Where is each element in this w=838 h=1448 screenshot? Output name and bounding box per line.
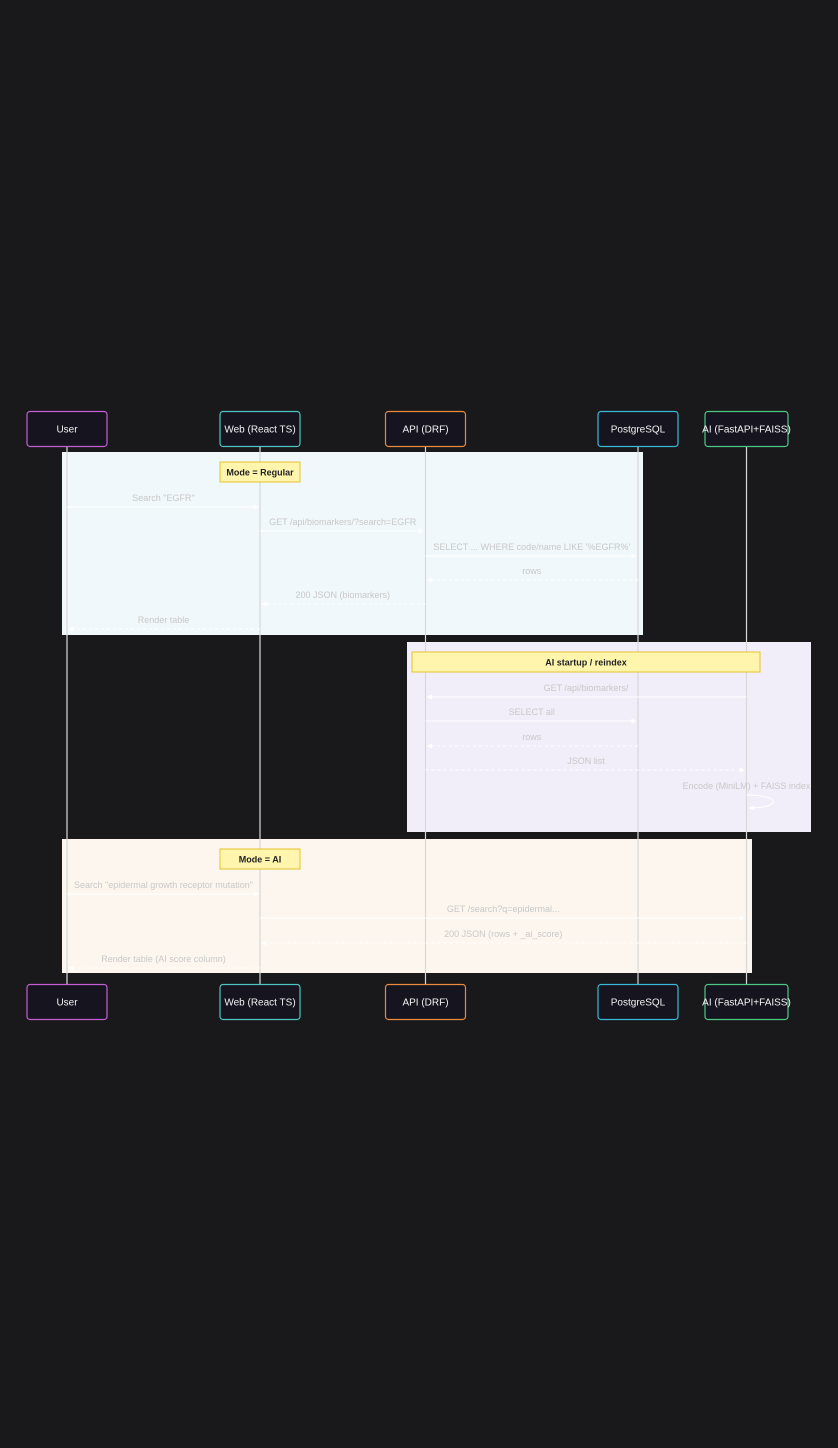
message-label: GET /search?q=epidermal... [447, 904, 560, 914]
actor-label: User [56, 425, 78, 436]
message-regular-4: 200 JSON (biomarkers) [261, 590, 426, 607]
actor-label: API (DRF) [402, 425, 448, 436]
actor-api-bottom: API (DRF) [384, 983, 467, 1021]
actor-ai-top: AI (FastAPI+FAISS) [702, 410, 791, 448]
section-ai-mode [62, 839, 752, 973]
actor-label: Web (React TS) [224, 998, 295, 1009]
message-ai-mode-2: 200 JSON (rows + _ai_score) [261, 929, 747, 946]
message-label: 200 JSON (rows + _ai_score) [444, 929, 562, 939]
message-label: Render table (AI score column) [101, 954, 226, 964]
note-label: AI startup / reindex [545, 658, 627, 668]
note-regular: Mode = Regular [219, 461, 301, 483]
note-label: Mode = Regular [226, 468, 294, 478]
message-label: Render table [138, 615, 190, 625]
message-label: Search "EGFR" [132, 493, 194, 503]
message-ai-startup-3: JSON list [425, 756, 745, 773]
note-ai-startup: AI startup / reindex [411, 651, 761, 673]
actor-label: PostgreSQL [611, 998, 666, 1009]
message-regular-5: Render table [68, 615, 260, 632]
section-ai-startup [407, 642, 811, 832]
message-regular-1: GET /api/biomarkers/?search=EGFR [260, 517, 424, 534]
message-ai-startup-1: SELECT all [425, 707, 637, 724]
actor-ai-bottom: AI (FastAPI+FAISS) [702, 983, 791, 1021]
actor-pg-top: PostgreSQL [597, 410, 679, 448]
message-label: GET /api/biomarkers/ [544, 683, 629, 693]
message-label: SELECT ... WHERE code/name LIKE '%EGFR%' [433, 542, 630, 552]
actor-web-top: Web (React TS) [219, 410, 301, 448]
message-ai-mode-3: Render table (AI score column) [68, 954, 260, 971]
message-label: GET /api/biomarkers/?search=EGFR [269, 517, 417, 527]
message-label: Search "epidermal growth receptor mutati… [74, 880, 253, 890]
actor-label: AI (FastAPI+FAISS) [702, 425, 791, 436]
message-regular-2: SELECT ... WHERE code/name LIKE '%EGFR%' [425, 542, 637, 559]
message-arrow [746, 794, 774, 811]
message-label: rows [522, 566, 542, 576]
actor-pg-bottom: PostgreSQL [597, 983, 679, 1021]
actor-label: AI (FastAPI+FAISS) [702, 998, 791, 1009]
actor-user-top: User [26, 410, 108, 448]
message-ai-startup-0: GET /api/biomarkers/ [427, 683, 747, 700]
actor-label: Web (React TS) [224, 425, 295, 436]
message-ai-startup-2: rows [427, 732, 638, 749]
note-ai-mode: Mode = AI [219, 848, 301, 870]
actor-user-bottom: User [26, 983, 108, 1021]
actor-api-top: API (DRF) [384, 410, 467, 448]
actor-label: PostgreSQL [611, 425, 666, 436]
actor-web-bottom: Web (React TS) [219, 983, 301, 1021]
message-ai-mode-1: GET /search?q=epidermal... [260, 904, 745, 921]
message-label: Encode (MiniLM) + FAISS index [683, 781, 811, 791]
message-regular-3: rows [427, 566, 638, 583]
message-ai-mode-0: Search "epidermal growth receptor mutati… [67, 880, 259, 897]
message-label: rows [522, 732, 542, 742]
actor-label: API (DRF) [402, 998, 448, 1009]
message-label: 200 JSON (biomarkers) [295, 590, 390, 600]
message-ai-startup-4: Encode (MiniLM) + FAISS index [683, 781, 811, 811]
note-label: Mode = AI [239, 855, 281, 865]
message-label: SELECT all [509, 707, 555, 717]
actor-label: User [56, 998, 78, 1009]
message-regular-0: Search "EGFR" [67, 493, 259, 510]
message-label: JSON list [567, 756, 605, 766]
